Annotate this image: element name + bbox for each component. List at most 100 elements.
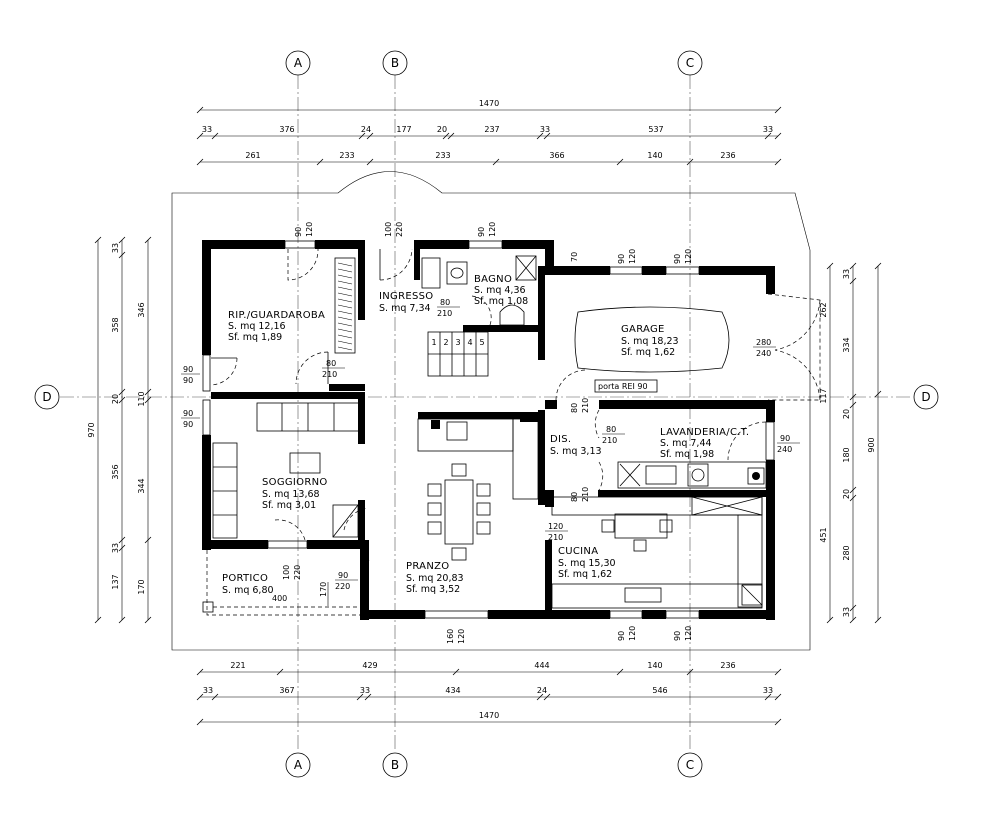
dim-bot-r2-4: 24 bbox=[537, 686, 547, 695]
d-garage-a: 280 bbox=[756, 338, 771, 347]
room-name: BAGNO bbox=[474, 274, 512, 285]
dim-right-r3-2: 451 bbox=[819, 527, 828, 542]
dim-left-r2-4: 33 bbox=[111, 543, 120, 553]
dim-top-r3-4: 140 bbox=[647, 151, 662, 160]
d-dis-cuc-a: 80 bbox=[570, 492, 579, 502]
dim-top-r2-3: 177 bbox=[396, 125, 411, 134]
room-area: S. mq 18,23 bbox=[621, 336, 679, 347]
w-left2-a: 90 bbox=[183, 409, 193, 418]
dim-left-r2-3: 356 bbox=[111, 464, 120, 479]
room-soggiorno: SOGGIORNO S. mq 13,68 Sf. mq 3,01 bbox=[262, 477, 328, 511]
dim-left-r3-0: 346 bbox=[137, 302, 146, 317]
dim-bot-r2-5: 546 bbox=[652, 686, 667, 695]
room-name: PRANZO bbox=[406, 561, 449, 572]
room-sf: Sf. mq 3,52 bbox=[406, 584, 460, 595]
dim-right-r3-0: 262 bbox=[819, 302, 828, 317]
dimension-lines bbox=[97, 109, 879, 723]
laundry-fixtures bbox=[617, 461, 767, 489]
dim-right-total: 900 bbox=[867, 437, 876, 452]
portico-outline bbox=[202, 550, 360, 616]
room-name: SOGGIORNO bbox=[262, 477, 328, 488]
axis-bubble-top-c: C bbox=[677, 50, 703, 76]
w-left1-a: 90 bbox=[183, 365, 193, 374]
dim-bot-r1-2: 444 bbox=[534, 661, 549, 670]
axis-bubble-top-a: A bbox=[285, 50, 311, 76]
kitchen-fixtures bbox=[551, 496, 763, 609]
walls bbox=[202, 240, 775, 620]
dining-table bbox=[427, 463, 491, 561]
svg-text:B: B bbox=[391, 56, 399, 70]
window-frames bbox=[202, 240, 775, 619]
dim-top-r3-1: 233 bbox=[339, 151, 354, 160]
svg-text:A: A bbox=[294, 758, 303, 772]
room-sf: Sf. mq 1,08 bbox=[474, 296, 528, 307]
axis-bubble-bottom-c: C bbox=[677, 752, 703, 778]
dim-bot-r2-3: 434 bbox=[445, 686, 460, 695]
portico-170: 170 bbox=[319, 582, 328, 597]
room-portico: PORTICO S. mq 6,80 bbox=[222, 573, 274, 596]
dim-top-r2-0: 33 bbox=[202, 125, 212, 134]
d-lav-ext-a: 90 bbox=[780, 434, 790, 443]
axis-bubble-bottom-b: B bbox=[382, 752, 408, 778]
dim-top-r2-8: 33 bbox=[763, 125, 773, 134]
dim-top-total: 1470 bbox=[479, 99, 499, 108]
w-left1-b: 90 bbox=[183, 376, 193, 385]
room-ingresso: INGRESSO S. mq 7,34 bbox=[379, 291, 433, 314]
stair-step-3: 3 bbox=[455, 338, 460, 347]
room-sf: Sf. mq 1,89 bbox=[228, 332, 282, 343]
room-area: S. mq 6,80 bbox=[222, 585, 274, 596]
w-top1-a: 90 bbox=[294, 227, 303, 237]
d-rip-a: 80 bbox=[326, 359, 336, 368]
room-area: S. mq 12,16 bbox=[228, 321, 286, 332]
dim-bot-r1-1: 429 bbox=[362, 661, 377, 670]
car-outline bbox=[574, 306, 730, 373]
room-area: S. mq 7,44 bbox=[660, 438, 712, 449]
d-lav-dis-b: 210 bbox=[581, 398, 590, 413]
svg-text:C: C bbox=[686, 758, 694, 772]
stair-step-2: 2 bbox=[443, 338, 448, 347]
d-ingresso-b: 220 bbox=[395, 222, 404, 237]
stairs: 1 2 3 4 5 bbox=[427, 331, 489, 377]
dim-left-r2-1: 358 bbox=[111, 317, 120, 332]
room-garage: GARAGE S. mq 18,23 Sf. mq 1,62 bbox=[621, 324, 679, 358]
dim-right-r2-5: 280 bbox=[842, 545, 851, 560]
room-name: PORTICO bbox=[222, 573, 268, 584]
d-garage-b: 240 bbox=[756, 349, 771, 358]
axis-lines bbox=[60, 75, 912, 752]
door-swings bbox=[210, 248, 821, 599]
room-name: GARAGE bbox=[621, 324, 665, 335]
w-bagno-b: 120 bbox=[488, 222, 497, 237]
d-lav-a: 80 bbox=[606, 425, 616, 434]
room-sf: Sf. mq 1,98 bbox=[660, 449, 714, 460]
room-area: S. mq 3,13 bbox=[550, 446, 602, 457]
dim-bot-r1-0: 221 bbox=[230, 661, 245, 670]
d-pranzo-ext-a: 90 bbox=[338, 571, 348, 580]
dim-top-r3-5: 236 bbox=[720, 151, 735, 160]
room-name: CUCINA bbox=[558, 546, 598, 557]
axis-bubble-bottom-a: A bbox=[285, 752, 311, 778]
dim-left-r3-2: 344 bbox=[137, 478, 146, 493]
d-lav-b: 210 bbox=[602, 436, 617, 445]
room-bagno: BAGNO S. mq 4,36 Sf. mq 1,08 bbox=[474, 274, 528, 307]
room-name: LAVANDERIA/C.T. bbox=[660, 427, 749, 438]
d-bagno-a: 80 bbox=[440, 298, 450, 307]
w-sog-bottom-a: 100 bbox=[282, 565, 291, 580]
w-cucina2-b: 120 bbox=[684, 626, 693, 641]
room-name: RIP./GUARDAROBA bbox=[228, 310, 325, 321]
d-ingresso-a: 100 bbox=[384, 222, 393, 237]
dim-right-r2-1: 334 bbox=[842, 337, 851, 352]
pranzo-counter bbox=[332, 418, 539, 538]
dim-top-r2-4: 20 bbox=[437, 125, 447, 134]
d-pranzo-ext-b: 220 bbox=[335, 582, 350, 591]
room-cucina: CUCINA S. mq 15,30 Sf. mq 1,62 bbox=[558, 546, 616, 580]
room-name: INGRESSO bbox=[379, 291, 433, 302]
dim-bot-r2-0: 33 bbox=[203, 686, 213, 695]
room-dis: DIS. S. mq 3,13 bbox=[550, 434, 602, 457]
dim-top-r3-2: 233 bbox=[435, 151, 450, 160]
dim-bot-r2-6: 33 bbox=[763, 686, 773, 695]
d-lav-dis-a: 80 bbox=[570, 403, 579, 413]
dim-top-r3-0: 261 bbox=[245, 151, 260, 160]
w-pranzo-bottom-b: 120 bbox=[457, 629, 466, 644]
room-rip-guardaroba: RIP./GUARDAROBA S. mq 12,16 Sf. mq 1,89 bbox=[228, 310, 325, 343]
dim-top-r2-1: 376 bbox=[279, 125, 294, 134]
